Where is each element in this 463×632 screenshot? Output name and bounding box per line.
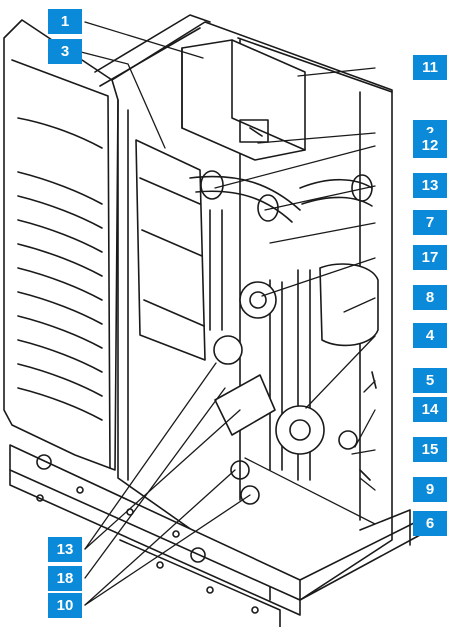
callout-5: 5: [413, 368, 447, 393]
callout-11: 11: [413, 55, 447, 80]
base-rails: [9, 444, 421, 628]
front-panel: [3, 19, 119, 471]
callout-15: 15: [413, 437, 447, 462]
leader-lines: [80, 21, 376, 606]
callout-1: 1: [48, 9, 82, 34]
callout-14: 14: [413, 397, 447, 422]
buffer-tank: [135, 139, 206, 361]
callout-9: 9: [413, 477, 447, 502]
callout-18: 18: [48, 566, 82, 591]
pipework: [209, 209, 377, 505]
callout-10: 10: [48, 593, 82, 618]
callout-4: 4: [413, 323, 447, 348]
callout-13-bottom: 13: [48, 537, 82, 562]
callout-8: 8: [413, 285, 447, 310]
expansion-vessel: [319, 263, 379, 347]
callout-7: 7: [413, 210, 447, 235]
callout-12: 12: [413, 133, 447, 158]
callout-6: 6: [413, 511, 447, 536]
control-box: [181, 39, 306, 161]
callout-17: 17: [413, 245, 447, 270]
callout-13-top: 13: [413, 173, 447, 198]
heat-exchanger-pipes: [189, 170, 373, 223]
callout-3: 3: [48, 39, 82, 64]
